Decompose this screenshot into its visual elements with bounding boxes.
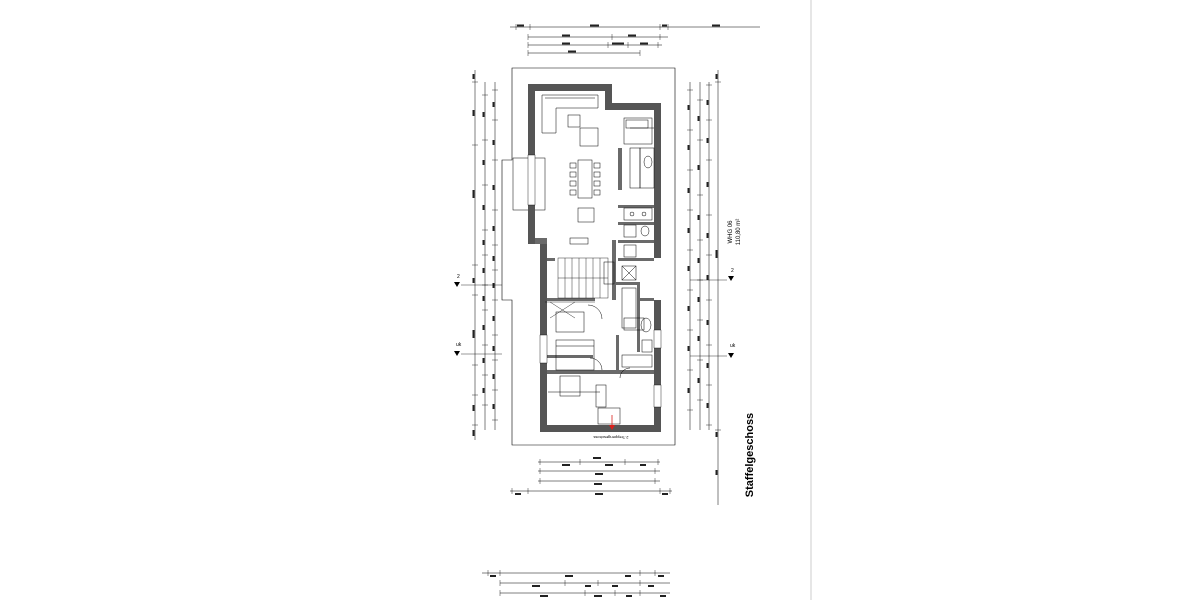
section-markers: 2 uk 2 uk <box>454 268 736 358</box>
staircase <box>545 257 609 319</box>
unit-area: 110,80 m² <box>736 219 742 246</box>
right-dimension-chains <box>687 70 721 505</box>
bottom-dimension-chains <box>510 459 672 494</box>
top-dimension-numbers <box>517 24 720 53</box>
section-mark-left-2: 2 <box>454 274 502 287</box>
stair-entry: 2.Treppengeschoss <box>594 415 629 440</box>
top-dimension-chains <box>510 24 760 56</box>
interior-walls <box>535 148 654 374</box>
svg-text:uk: uk <box>730 343 736 349</box>
furniture-rooms <box>548 207 653 425</box>
left-dimension-chains <box>472 70 498 440</box>
section-mark-left-uk: uk <box>454 342 502 356</box>
left-dimension-numbers <box>472 74 495 436</box>
terrace-outline <box>501 67 676 446</box>
lower-dimension-numbers <box>490 575 666 597</box>
section-mark-right-2: 2 <box>690 268 734 281</box>
floor-title: Staffelgeschoss <box>744 413 756 497</box>
svg-text:uk: uk <box>456 342 462 348</box>
bottom-dimension-numbers <box>515 457 668 495</box>
lower-dimension-chains <box>482 570 670 596</box>
furniture-living <box>541 94 655 245</box>
unit-label: WHG 06 110,80 m² <box>728 219 742 246</box>
unit-name: WHG 06 <box>728 220 734 244</box>
svg-text:2: 2 <box>457 274 460 280</box>
section-mark-right-uk: uk <box>690 343 736 358</box>
stair-label: 2.Treppengeschoss <box>594 435 629 440</box>
right-dimension-numbers <box>687 74 718 475</box>
svg-text:2: 2 <box>731 268 734 274</box>
window-openings <box>527 154 662 408</box>
